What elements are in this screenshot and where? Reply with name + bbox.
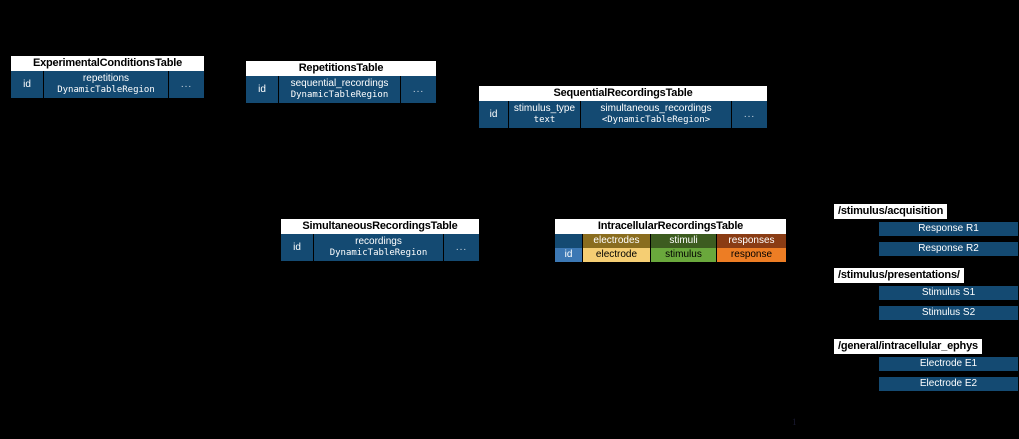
column-response: response [717, 248, 786, 262]
sequential-recordings-table-title: SequentialRecordingsTable [478, 85, 768, 101]
column-response-label: response [730, 249, 773, 260]
column-stimulus: stimulus [651, 248, 717, 262]
column-electrode: electrode [583, 248, 651, 262]
column-repetitions-label: repetitions [82, 73, 130, 84]
column-stimulus-type-type: text [533, 115, 556, 125]
general-intracellular-ephys-group: /general/intracellular_ephys Electrode E… [834, 336, 1019, 392]
intracellular-column-row: id electrode stimulus response [554, 248, 787, 263]
category-blank [555, 234, 583, 248]
category-responses-label: responses [728, 235, 775, 246]
simultaneous-recordings-table: SimultaneousRecordingsTable id recording… [280, 218, 480, 262]
category-responses: responses [717, 234, 786, 248]
experimental-conditions-table-title: ExperimentalConditionsTable [10, 55, 205, 71]
simultaneous-recordings-table-header-row: id recordings DynamicTableRegion ... [280, 234, 480, 262]
column-repetitions-type: DynamicTableRegion [57, 85, 155, 95]
column-id: id [281, 234, 314, 261]
column-more: ... [732, 101, 767, 128]
path-item-response-r2: Response R2 [878, 241, 1019, 257]
path-item-response-r2-label: Response R2 [918, 243, 979, 254]
column-more: ... [169, 71, 204, 98]
column-stimulus-label: stimulus [665, 249, 702, 260]
repetitions-table: RepetitionsTable id sequential_recording… [245, 60, 437, 104]
column-id-label: id [258, 83, 266, 95]
intracellular-recordings-table-title: IntracellularRecordingsTable [554, 218, 787, 234]
column-more-label: ... [743, 108, 756, 120]
repetitions-table-header-row: id sequential_recordings DynamicTableReg… [245, 76, 437, 104]
column-recordings-label: recordings [355, 236, 402, 247]
column-more-label: ... [455, 241, 468, 253]
column-recordings: recordings DynamicTableRegion [314, 234, 444, 261]
path-item-stimulus-s2: Stimulus S2 [878, 305, 1019, 321]
path-item-stimulus-s2-label: Stimulus S2 [921, 307, 976, 318]
column-simultaneous-recordings-type: <DynamicTableRegion> [601, 115, 711, 125]
column-stimulus-type: stimulus_type text [509, 101, 581, 128]
stimulus-acquisition-path: /stimulus/acquisition [834, 204, 948, 219]
stimulus-acquisition-group: /stimulus/acquisition Response R1 Respon… [834, 201, 1019, 257]
column-sequential-recordings: sequential_recordings DynamicTableRegion [279, 76, 401, 103]
column-sequential-recordings-type: DynamicTableRegion [290, 90, 389, 100]
simultaneous-recordings-table-title: SimultaneousRecordingsTable [280, 218, 480, 234]
category-stimuli-label: stimuli [669, 235, 698, 246]
column-id: id [479, 101, 509, 128]
column-id: id [11, 71, 44, 98]
column-id: id [246, 76, 279, 103]
column-simultaneous-recordings: simultaneous_recordings <DynamicTableReg… [581, 101, 732, 128]
sequential-recordings-table-header-row: id stimulus_type text simultaneous_recor… [478, 101, 768, 129]
stimulus-presentations-path: /stimulus/presentations/ [834, 268, 964, 283]
category-electrodes-label: electrodes [593, 235, 640, 246]
repetitions-table-title: RepetitionsTable [245, 60, 437, 76]
path-item-electrode-e1-label: Electrode E1 [919, 358, 978, 369]
intracellular-recordings-table: IntracellularRecordingsTable electrodes … [554, 218, 787, 263]
path-item-stimulus-s1-label: Stimulus S1 [921, 287, 976, 298]
path-item-response-r1: Response R1 [878, 221, 1019, 237]
path-item-response-r1-label: Response R1 [918, 223, 979, 234]
column-more: ... [401, 76, 436, 103]
experimental-conditions-table-header-row: id repetitions DynamicTableRegion ... [10, 71, 205, 99]
column-more-label: ... [180, 78, 193, 90]
column-repetitions: repetitions DynamicTableRegion [44, 71, 169, 98]
stimulus-presentations-group: /stimulus/presentations/ Stimulus S1 Sti… [834, 265, 1019, 321]
column-id-label: id [564, 249, 573, 260]
path-item-stimulus-s1: Stimulus S1 [878, 285, 1019, 301]
sequential-recordings-table: SequentialRecordingsTable id stimulus_ty… [478, 85, 768, 129]
column-simultaneous-recordings-label: simultaneous_recordings [600, 103, 712, 114]
experimental-conditions-table: ExperimentalConditionsTable id repetitio… [10, 55, 205, 99]
page-number: 1 [792, 417, 797, 427]
column-more: ... [444, 234, 479, 261]
category-electrodes: electrodes [583, 234, 651, 248]
column-electrode-label: electrode [595, 249, 638, 260]
column-sequential-recordings-label: sequential_recordings [290, 78, 389, 89]
column-id-label: id [23, 78, 31, 90]
path-item-electrode-e1: Electrode E1 [878, 356, 1019, 372]
column-recordings-type: DynamicTableRegion [329, 248, 428, 258]
path-item-electrode-e2: Electrode E2 [878, 376, 1019, 392]
column-id-label: id [293, 241, 301, 253]
column-more-label: ... [412, 83, 425, 95]
column-id: id [555, 248, 583, 262]
category-stimuli: stimuli [651, 234, 717, 248]
general-intracellular-ephys-path: /general/intracellular_ephys [834, 339, 982, 354]
column-stimulus-type-label: stimulus_type [513, 103, 576, 114]
path-item-electrode-e2-label: Electrode E2 [919, 378, 978, 389]
column-id-label: id [489, 108, 498, 120]
intracellular-category-row: electrodes stimuli responses [554, 234, 787, 248]
